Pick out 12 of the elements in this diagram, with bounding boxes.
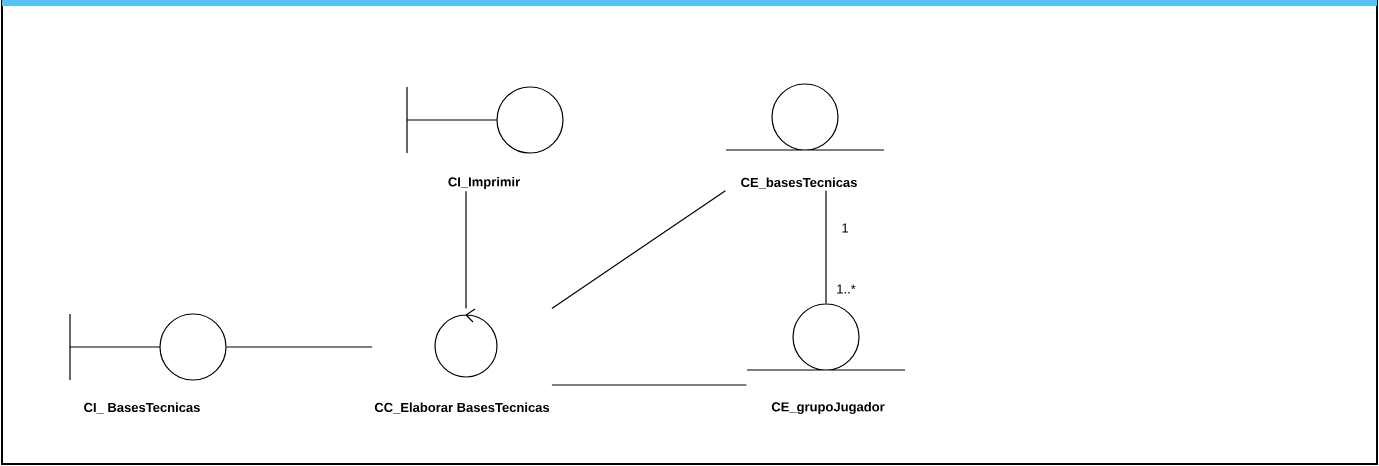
association-line: [465, 190, 467, 309]
class-name: CC_Elaborar BasesTecnicas: [374, 402, 550, 414]
class-name: CE_grupoJugador: [771, 401, 885, 415]
multiplicity: 1: [842, 223, 848, 233]
association-line: [825, 190, 827, 304]
association-line: [226, 346, 373, 348]
association-line: [551, 190, 726, 309]
class-name: CI_ BasesTecnicas: [84, 402, 200, 414]
class-name: CE_basesTecnicas: [741, 177, 857, 189]
multiplicity: 1..*: [837, 284, 856, 294]
class-name: CI_Imprimir: [448, 176, 520, 190]
association-line: [551, 384, 747, 386]
